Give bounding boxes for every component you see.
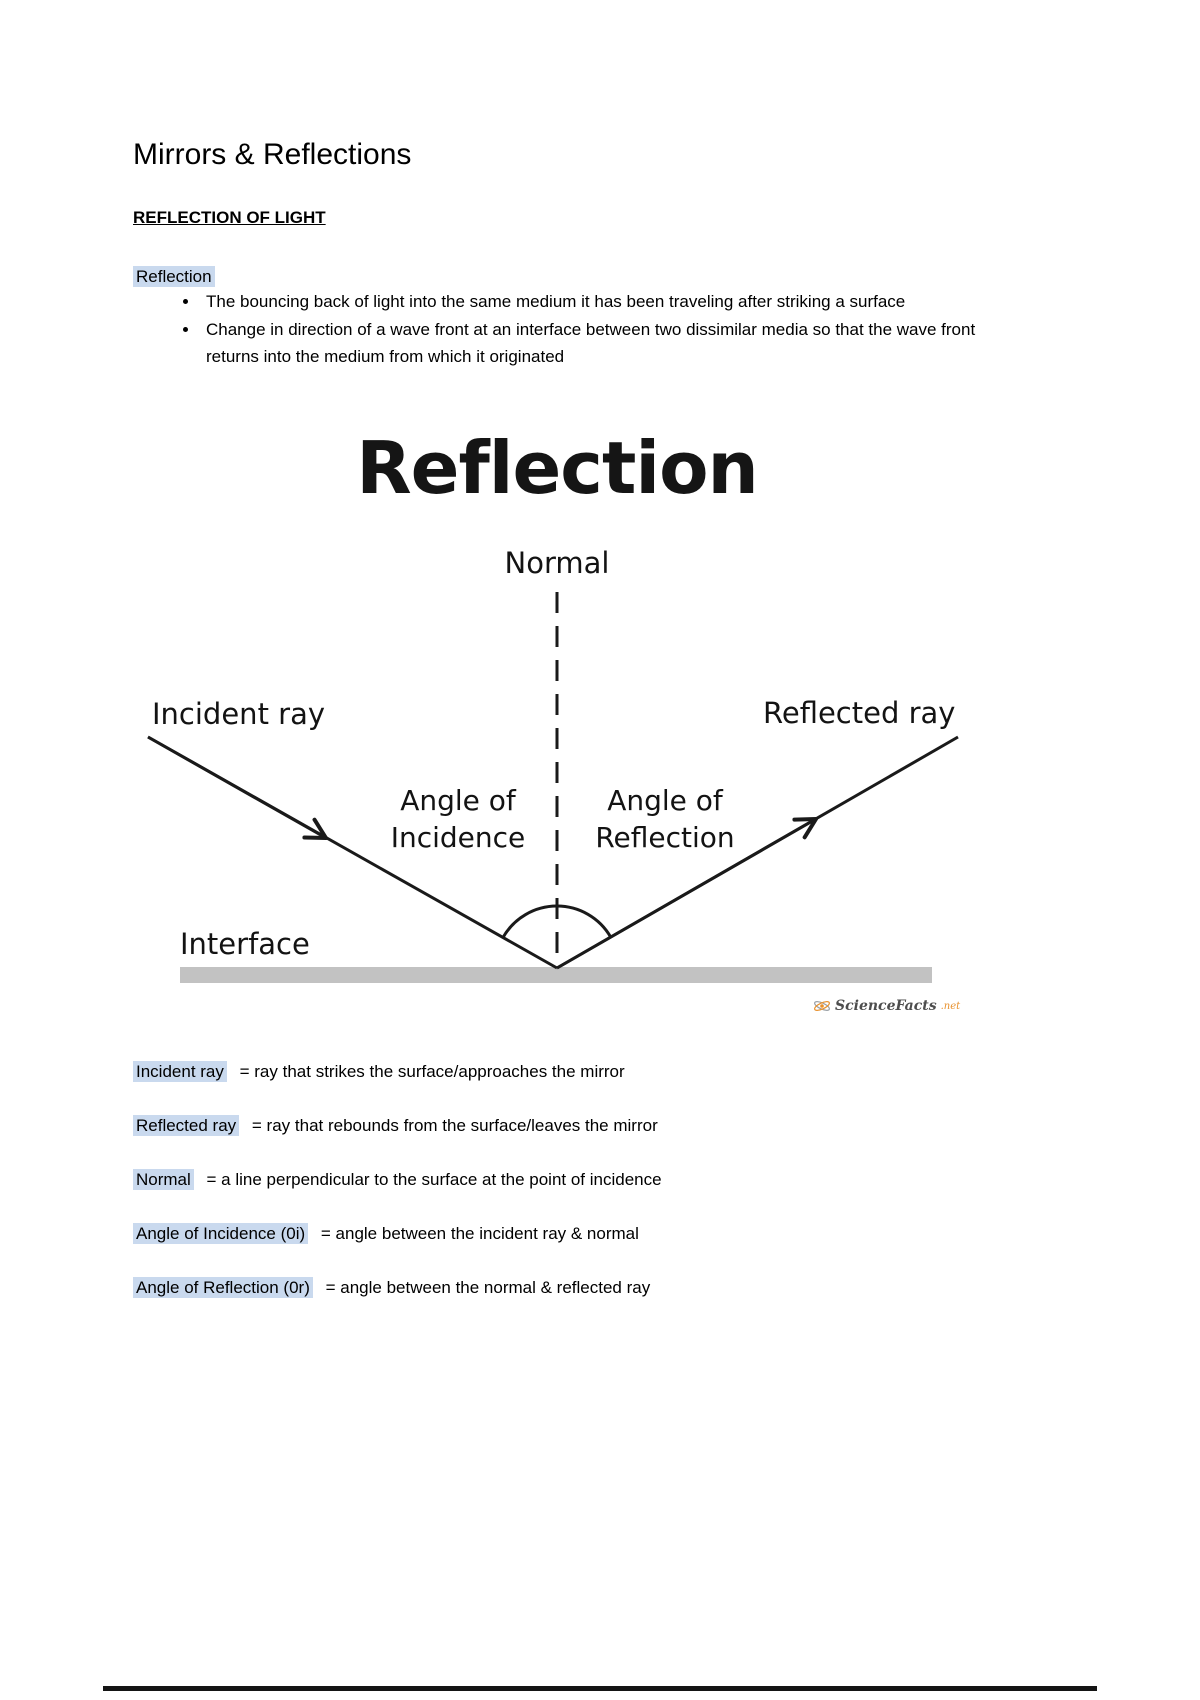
definition-text: = ray that strikes the surface/approache… (239, 1062, 625, 1081)
highlight-span: Reflection (133, 266, 215, 287)
normal-label: Normal (504, 546, 610, 580)
section-heading: REFLECTION OF LIGHT (133, 208, 326, 227)
angle-of-reflection-line1: Angle of (607, 784, 723, 817)
angle-of-reflection-line2: Reflection (595, 821, 735, 854)
definition-text: = angle between the incident ray & norma… (320, 1224, 639, 1243)
definition-term: Incident ray (133, 1061, 227, 1082)
reflection-bullet-list: The bouncing back of light into the same… (133, 288, 1027, 371)
definition-row: Angle of Reflection (0r) = angle between… (133, 1277, 651, 1298)
watermark-suffix: .net (940, 1000, 961, 1012)
reflected-ray-label: Reflected ray (763, 696, 956, 730)
bullet-item: The bouncing back of light into the same… (200, 288, 1027, 315)
definition-term: Reflected ray (133, 1115, 240, 1136)
diagram-title: Reflection (356, 426, 759, 510)
watermark-text: ScienceFacts (835, 998, 937, 1014)
definition-row: Angle of Incidence (0i) = angle between … (133, 1223, 639, 1244)
page-break-divider (103, 1686, 1097, 1691)
incident-ray-label: Incident ray (152, 697, 326, 731)
document-title: Mirrors & Reflections (133, 138, 412, 171)
definition-text: = ray that rebounds from the surface/lea… (251, 1116, 658, 1135)
atom-icon (814, 1001, 830, 1011)
definition-row: Normal = a line perpendicular to the sur… (133, 1169, 662, 1190)
definition-row: Incident ray = ray that strikes the surf… (133, 1061, 625, 1082)
angle-of-incidence-line2: Incidence (390, 821, 526, 854)
definition-row: Reflected ray = ray that rebounds from t… (133, 1115, 658, 1136)
definition-text: = a line perpendicular to the surface at… (206, 1170, 662, 1189)
definition-term: Angle of Incidence (0i) (133, 1223, 309, 1244)
interface-label: Interface (180, 927, 310, 961)
angle-arc (501, 904, 612, 939)
angle-of-incidence-label: Angle of Incidence (391, 782, 526, 856)
angle-of-incidence-line1: Angle of (400, 784, 516, 817)
angle-of-reflection-label: Angle of Reflection (595, 782, 734, 856)
definition-text: = angle between the normal & reflected r… (325, 1278, 651, 1297)
highlighted-term-reflection: Reflection (133, 263, 215, 290)
incident-ray-arrow (147, 735, 328, 840)
definition-term: Angle of Reflection (0r) (133, 1277, 313, 1298)
definition-term: Normal (133, 1169, 194, 1190)
bullet-item: Change in direction of a wave front at a… (200, 316, 1027, 370)
watermark: ScienceFacts .net (813, 998, 960, 1014)
interface-bar (180, 967, 932, 983)
